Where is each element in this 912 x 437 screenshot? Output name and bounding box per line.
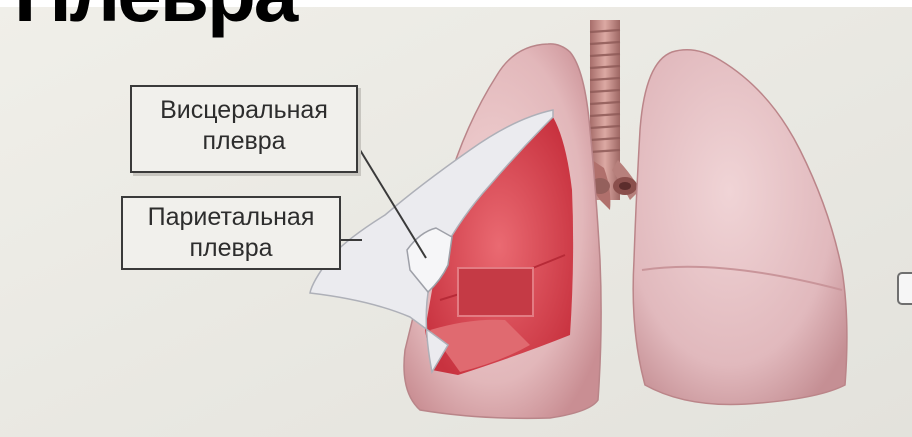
- lung-cut-window: [458, 268, 533, 316]
- visceral-pleura-label: Висцеральная плевра: [130, 85, 358, 173]
- page-heading: Плевра: [14, 0, 296, 34]
- nav-button-icon[interactable]: [897, 272, 912, 305]
- visceral-label-line1: Висцеральная: [132, 95, 356, 126]
- parietal-label-line1: Париетальная: [123, 202, 339, 233]
- parietal-label-line2: плевра: [123, 233, 339, 264]
- visceral-label-line2: плевра: [132, 126, 356, 157]
- parietal-pleura-label: Париетальная плевра: [121, 196, 341, 270]
